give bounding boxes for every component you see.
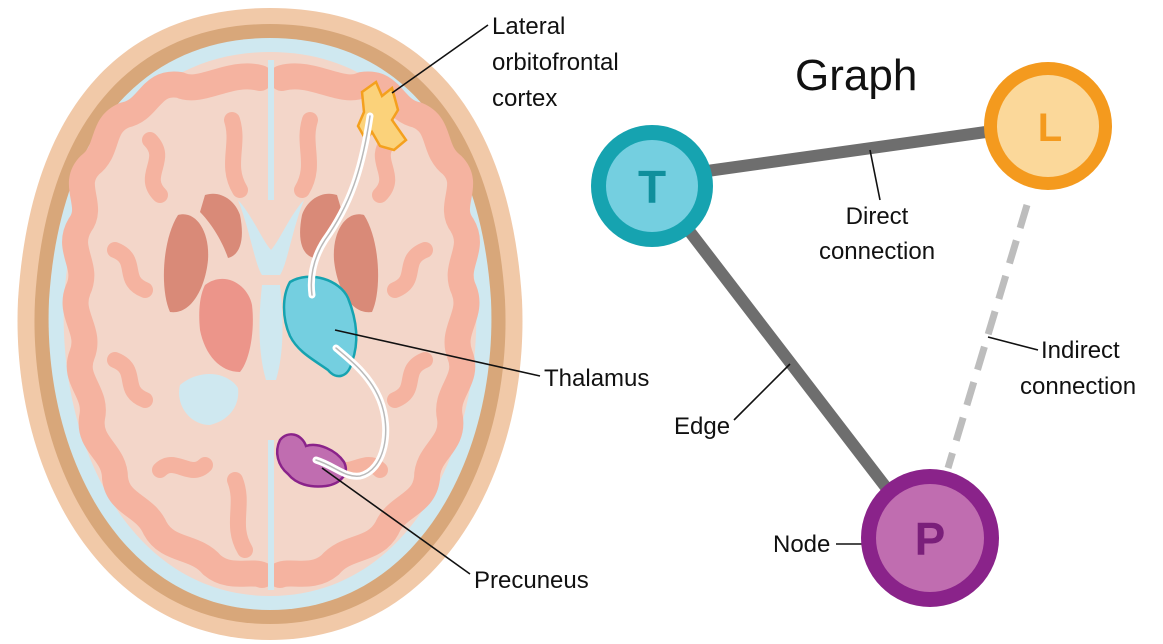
indirect-connection-label-line1: Indirect — [1041, 337, 1120, 364]
graph-diagram: Graph T L P Direct connection Indirect — [591, 51, 1136, 607]
lofc-label-line2: orbitofrontal — [492, 49, 619, 76]
white-matter-tract-outline — [310, 115, 387, 477]
lofc-label-line1: Lateral — [492, 13, 565, 40]
third-ventricle — [259, 285, 283, 380]
thalamus-pointer-line — [334, 329, 541, 377]
putamen-right — [333, 214, 379, 313]
caudate-right — [300, 193, 342, 258]
lateral-ventricle-frontal — [238, 200, 304, 275]
lofc-label-line3: cortex — [492, 85, 557, 112]
node-T: T — [591, 125, 713, 247]
node-label: Node — [773, 531, 830, 558]
direct-connection-label-line2: connection — [819, 238, 935, 265]
node-T-letter: T — [638, 161, 666, 213]
lofc-pointer-line — [391, 24, 489, 94]
indirect-connection-pointer — [987, 336, 1039, 351]
lateral-ventricle-posterior — [179, 373, 239, 425]
node-P-letter: P — [915, 513, 946, 565]
edge-pointer — [733, 363, 791, 421]
graph-title: Graph — [795, 51, 917, 100]
edge-label: Edge — [674, 413, 730, 440]
precuneus-pointer-line — [321, 467, 471, 575]
caudate-left — [200, 193, 242, 258]
precuneus-label: Precuneus — [474, 567, 589, 594]
cortex-gray-matter — [62, 63, 480, 588]
thalamus-label: Thalamus — [544, 365, 649, 392]
direct-connection-pointer — [869, 149, 881, 201]
edge-T-P — [685, 228, 893, 494]
edge-L-P-indirect — [944, 203, 1031, 470]
node-L: L — [984, 62, 1112, 190]
node-L-letter: L — [1038, 106, 1062, 150]
indirect-connection-label-line2: connection — [1020, 373, 1136, 400]
node-P: P — [861, 469, 999, 607]
putamen-left — [163, 214, 209, 313]
edge-T-L — [699, 124, 1001, 178]
thalamus-left — [199, 278, 253, 372]
brain-illustration: Lateral orbitofrontal cortex Thalamus Pr… — [17, 8, 649, 640]
direct-connection-label-line1: Direct — [846, 203, 909, 230]
